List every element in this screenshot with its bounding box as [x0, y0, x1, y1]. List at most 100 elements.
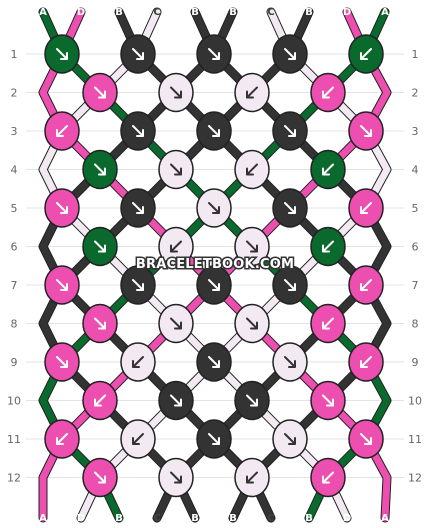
- knot: [196, 111, 232, 151]
- knot: [272, 419, 308, 459]
- row-number-left: 7: [11, 279, 18, 292]
- row-number-right: 3: [412, 125, 419, 138]
- knot: [196, 34, 232, 74]
- string-label-top: B: [115, 7, 123, 18]
- knot: [158, 457, 194, 498]
- knot: [196, 265, 232, 305]
- string-label-bottom: A: [39, 513, 47, 524]
- arrow-down-right-icon: [208, 356, 220, 368]
- knot: [158, 149, 194, 190]
- arrow-down-right-icon: [208, 48, 220, 60]
- row-number-right: 12: [408, 472, 422, 485]
- arrow-down-right-icon: [284, 433, 296, 445]
- arrow-down-left-icon: [322, 240, 334, 253]
- arrow-down-left-icon: [360, 48, 372, 60]
- knot: [120, 34, 156, 74]
- row-number-right: 1: [412, 48, 419, 61]
- knot: [82, 149, 118, 190]
- row-number-right: 4: [412, 164, 419, 177]
- arrow-down-left-icon: [322, 86, 334, 99]
- string-label-bottom: B: [305, 513, 313, 524]
- knot: [82, 380, 118, 421]
- string-label-bottom: B: [229, 513, 237, 524]
- arrow-down-right-icon: [132, 48, 144, 60]
- knot: [158, 380, 194, 421]
- knot: [120, 188, 156, 228]
- string-label-bottom: B: [115, 513, 123, 524]
- string-label-top: B: [229, 7, 237, 18]
- row-number-right: 8: [412, 318, 419, 331]
- arrow-down-right-icon: [94, 240, 106, 253]
- row-number-left: 2: [11, 87, 18, 100]
- arrow-down-left-icon: [246, 86, 258, 99]
- knot: [348, 111, 384, 151]
- knot: [272, 188, 308, 228]
- knot: [158, 72, 194, 113]
- arrow-down-right-icon: [132, 279, 144, 291]
- arrow-down-right-icon: [208, 202, 220, 214]
- knot: [348, 188, 384, 228]
- knot: [120, 265, 156, 305]
- row-number-right: 7: [412, 279, 419, 292]
- knot: [44, 419, 80, 459]
- arrow-down-left-icon: [132, 356, 144, 368]
- knot: [196, 419, 232, 459]
- knot: [234, 72, 270, 113]
- knot: [82, 457, 118, 498]
- knot: [310, 72, 346, 113]
- arrow-down-right-icon: [246, 240, 258, 253]
- arrow-down-right-icon: [94, 86, 106, 99]
- string-label-top: B: [191, 7, 199, 18]
- arrow-down-left-icon: [170, 240, 182, 253]
- knot: [158, 303, 194, 344]
- row-number-left: 1: [11, 48, 18, 61]
- knot: [44, 34, 80, 74]
- arrow-down-right-icon: [56, 279, 68, 291]
- arrow-down-right-icon: [246, 394, 258, 407]
- row-number-right: 9: [412, 356, 419, 369]
- watermark: BRACELETBOOK.COM: [136, 257, 294, 272]
- knot: [234, 226, 270, 267]
- arrow-down-left-icon: [56, 433, 68, 445]
- arrow-down-left-icon: [360, 279, 372, 291]
- arrow-down-right-icon: [246, 317, 258, 330]
- arrow-down-left-icon: [322, 163, 334, 176]
- string-label-top: D: [343, 7, 351, 18]
- knot: [158, 226, 194, 267]
- row-number-right: 10: [408, 395, 422, 408]
- knot: [310, 457, 346, 498]
- string-label-top: D: [77, 7, 85, 18]
- arrow-down-right-icon: [170, 394, 182, 407]
- string-label-bottom: C: [153, 513, 160, 524]
- knot: [196, 342, 232, 382]
- knot: [82, 226, 118, 267]
- arrow-down-left-icon: [322, 471, 334, 484]
- knot: [348, 34, 384, 74]
- arrow-down-right-icon: [132, 125, 144, 137]
- row-number-right: 6: [412, 241, 419, 254]
- arrow-down-right-icon: [208, 433, 220, 445]
- row-number-left: 5: [11, 202, 18, 215]
- arrow-down-left-icon: [360, 356, 372, 368]
- arrow-down-right-icon: [170, 163, 182, 176]
- row-number-right: 11: [408, 433, 422, 446]
- string-label-bottom: B: [191, 513, 199, 524]
- arrow-down-right-icon: [94, 317, 106, 330]
- arrow-down-right-icon: [208, 125, 220, 137]
- knot: [310, 226, 346, 267]
- knot: [44, 111, 80, 151]
- string-label-bottom: C: [267, 513, 274, 524]
- knot: [44, 188, 80, 228]
- arrow-down-left-icon: [360, 202, 372, 214]
- arrow-down-right-icon: [170, 317, 182, 330]
- knot: [272, 342, 308, 382]
- knot: [234, 380, 270, 421]
- row-number-left: 9: [11, 356, 18, 369]
- knot: [272, 265, 308, 305]
- arrow-down-right-icon: [284, 202, 296, 214]
- row-number-left: 6: [11, 241, 18, 254]
- string-label-top: A: [381, 7, 389, 18]
- knot: [120, 342, 156, 382]
- arrow-down-right-icon: [94, 163, 106, 176]
